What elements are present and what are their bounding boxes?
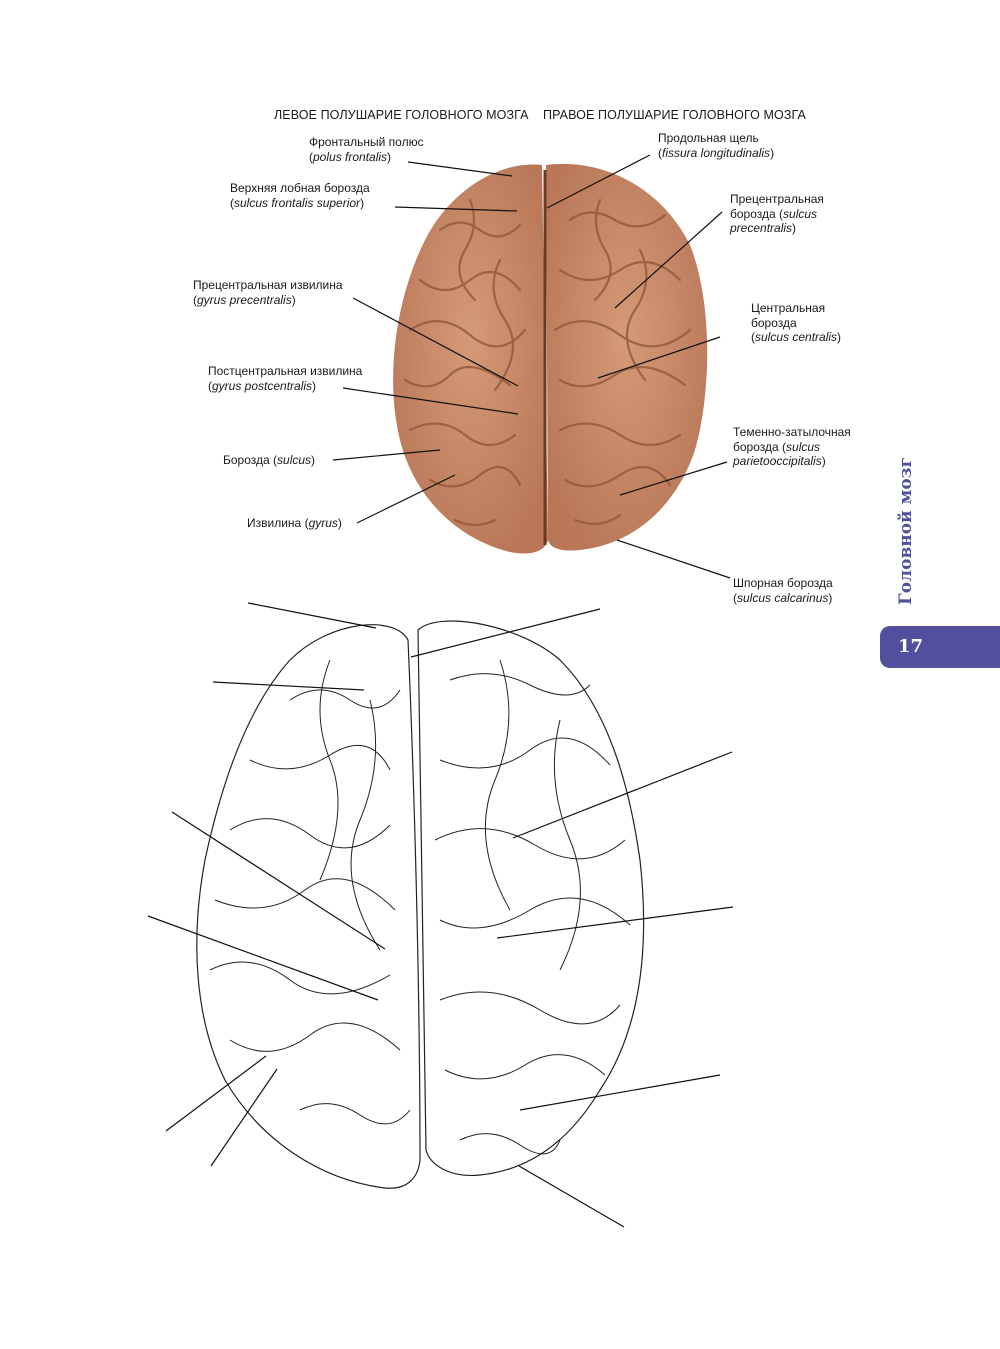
label-superior-frontal-sulcus: Верхняя лобная бороздаsulcus frontalis s… [230, 181, 400, 210]
label-precentral-gyrus: Прецентральная извилинаgyrus precentrali… [193, 278, 373, 307]
label-latin: sulcus calcarinus [733, 591, 832, 605]
label-ru: Извилина [247, 516, 302, 530]
section-title-text: Головной мозг [896, 457, 916, 605]
page-number: 17 [898, 636, 924, 657]
label-postcentral-gyrus: Постцентральная извилинаgyrus postcentra… [208, 364, 388, 393]
brain-line-drawing [196, 620, 645, 1189]
label-parietooccipital-sulcus: Теменно-затылочная борозда sulcus pariet… [733, 425, 863, 469]
label-central-sulcus: Центральная бороздаsulcus centralis [751, 301, 861, 345]
label-ru: Фронтальный полюс [309, 135, 424, 149]
label-sulcus: Борозда sulcus [223, 453, 343, 468]
label-latin: fissura longitudinalis [658, 146, 774, 160]
label-latin: gyrus [305, 516, 342, 530]
label-precentral-sulcus: Прецентральная борозда sulcus precentral… [730, 192, 835, 236]
label-gyrus: Извилина gyrus [247, 516, 367, 531]
label-latin: sulcus centralis [751, 330, 841, 344]
label-latin: gyrus postcentralis [208, 379, 316, 393]
label-latin: sulcus frontalis superior [230, 196, 364, 210]
left-hemisphere-heading: ЛЕВОЕ ПОЛУШАРИЕ ГОЛОВНОГО МОЗГА [274, 108, 529, 122]
label-latin: polus frontalis [309, 150, 391, 164]
section-title: Головной мозг [888, 455, 924, 607]
label-calcarine-sulcus: Шпорная бороздаsulcus calcarinus [733, 576, 863, 605]
page-number-tab: 17 [880, 626, 1000, 668]
label-longitudinal-fissure: Продольная щельfissura longitudinalis [658, 131, 818, 160]
label-ru: Теменно-затылочная борозда [733, 425, 851, 454]
label-ru: Прецентральная борозда [730, 192, 824, 221]
label-ru: Шпорная борозда [733, 576, 833, 590]
label-ru: Борозда [223, 453, 270, 467]
label-latin: sulcus [273, 453, 315, 467]
label-frontal-pole: Фронтальный полюсpolus frontalis [309, 135, 449, 164]
label-ru: Центральная борозда [751, 301, 826, 330]
label-ru: Прецентральная извилина [193, 278, 343, 292]
right-hemisphere-heading: ПРАВОЕ ПОЛУШАРИЕ ГОЛОВНОГО МОЗГА [543, 108, 806, 122]
brain-photo [393, 163, 708, 554]
label-ru: Продольная щель [658, 131, 759, 145]
label-ru: Верхняя лобная борозда [230, 181, 370, 195]
label-ru: Постцентральная извилина [208, 364, 363, 378]
label-latin: gyrus precentralis [193, 293, 296, 307]
leader-lines [147, 154, 734, 1228]
